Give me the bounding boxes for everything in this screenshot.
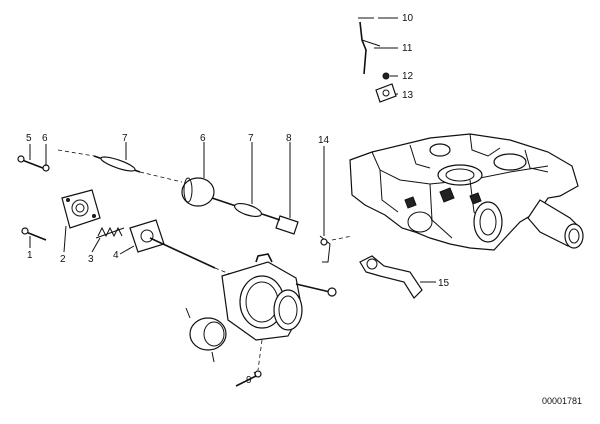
callout-11: 11 xyxy=(402,43,413,54)
callout-10: 10 xyxy=(402,13,414,24)
callout-2: 2 xyxy=(60,254,66,265)
callout-labels: 5 6 7 6 7 8 14 1 2 3 4 10 11 12 13 15 9 xyxy=(26,13,450,386)
lever-15 xyxy=(359,255,423,299)
callout-15: 15 xyxy=(438,278,450,289)
document-number: 00001781 xyxy=(542,396,582,406)
callout-3: 3 xyxy=(88,254,94,265)
callout-9: 9 xyxy=(246,375,252,386)
throttle-housing xyxy=(349,133,584,251)
leader-lines xyxy=(29,17,436,377)
callout-12: 12 xyxy=(402,71,414,82)
lever-14 xyxy=(319,235,353,263)
screw-1 xyxy=(21,227,47,241)
assembly-line-lower xyxy=(257,339,263,371)
callout-14: 14 xyxy=(318,135,330,146)
callout-6-left: 6 xyxy=(42,133,48,144)
callout-7-mid: 7 xyxy=(248,133,254,144)
callout-5: 5 xyxy=(26,133,32,144)
callout-4: 4 xyxy=(113,250,119,261)
callout-6-mid: 6 xyxy=(200,133,206,144)
callout-8: 8 xyxy=(286,133,292,144)
rod-7a xyxy=(93,155,141,173)
linkage-10-13 xyxy=(358,17,397,103)
spring-3 xyxy=(95,226,125,239)
vacuum-unit-6b xyxy=(181,177,237,207)
callout-1: 1 xyxy=(27,250,33,261)
gasket-ring xyxy=(273,289,303,331)
assembly-line-upper xyxy=(57,149,95,157)
sleeve-7b xyxy=(233,202,263,218)
assembly-line-upper-2 xyxy=(139,171,183,183)
callout-13: 13 xyxy=(402,90,414,101)
screw-lower xyxy=(235,370,262,387)
connector-8 xyxy=(261,213,299,235)
flange-2 xyxy=(61,189,101,229)
diaphragm-plate-4 xyxy=(129,219,216,269)
callout-7-upper: 7 xyxy=(122,133,128,144)
cover-9 xyxy=(185,307,227,363)
